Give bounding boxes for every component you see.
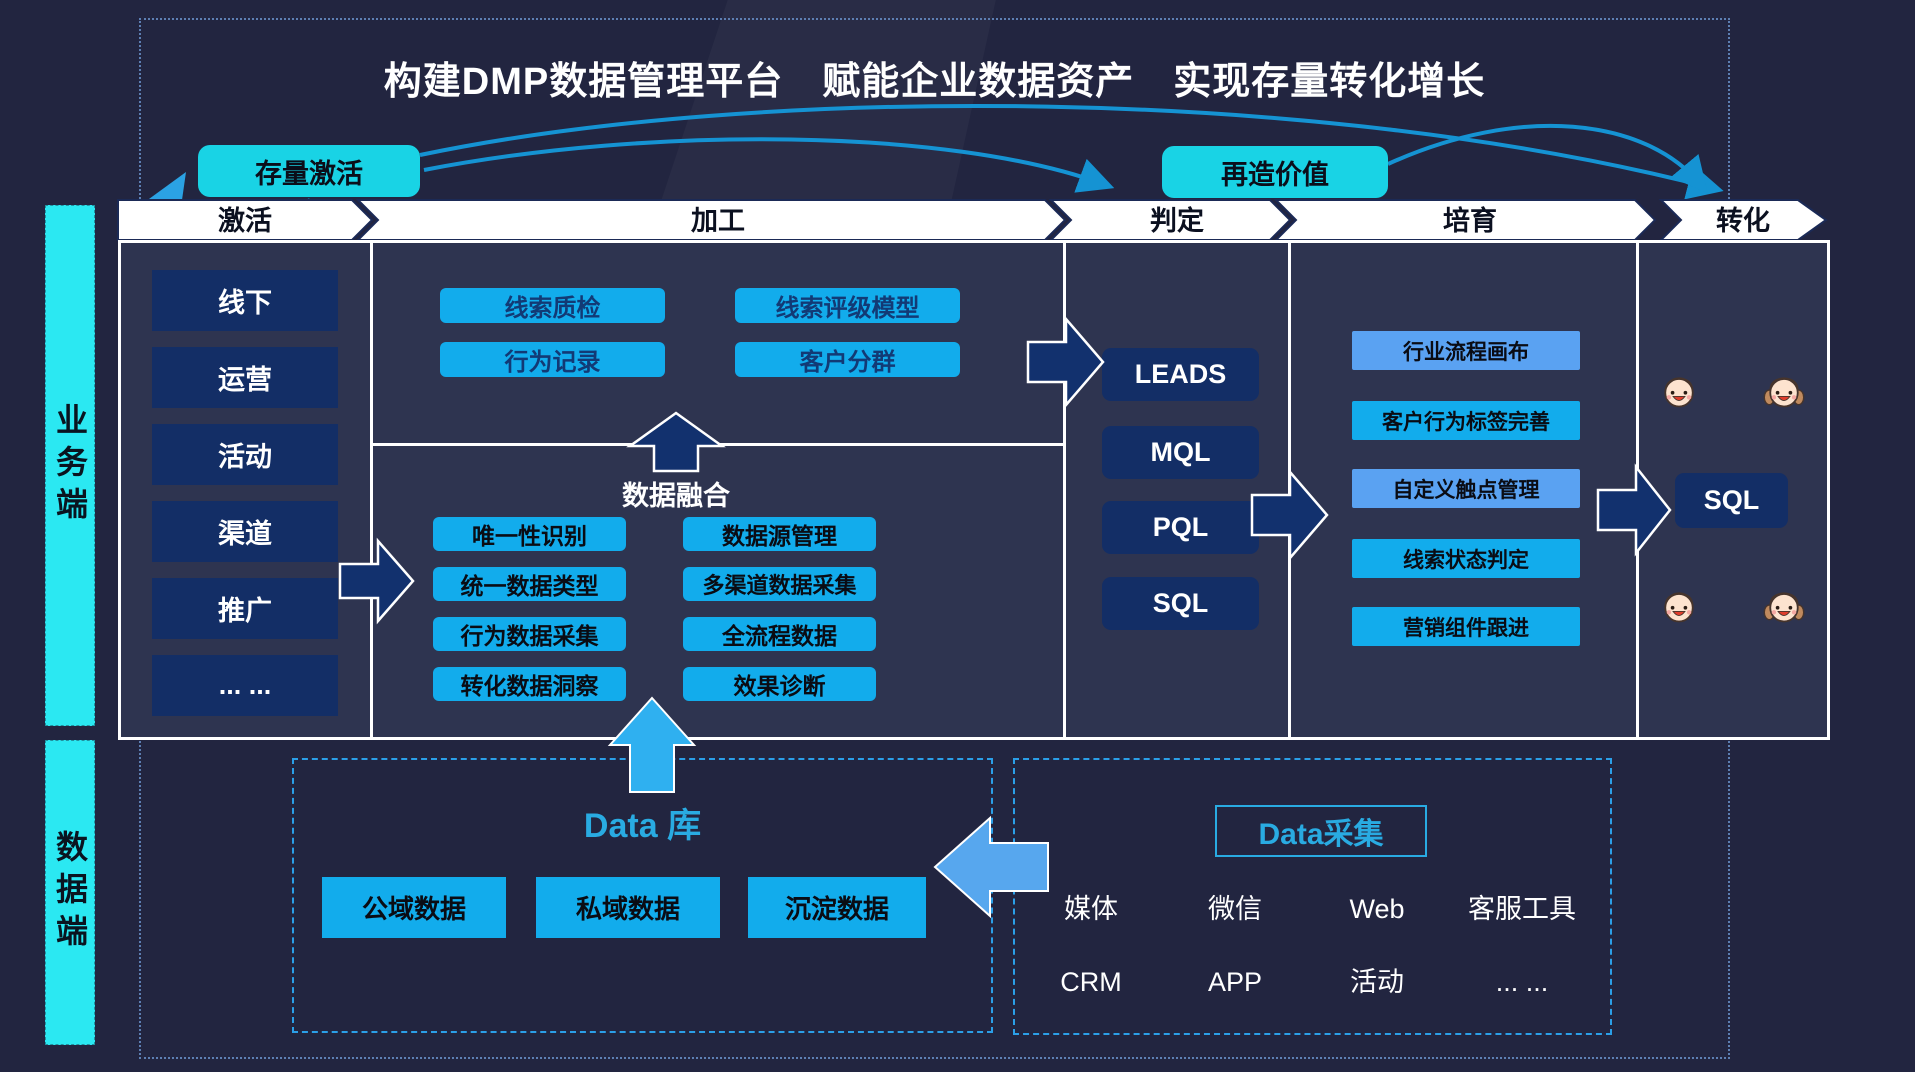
processing-item: 全流程数据 bbox=[683, 617, 876, 651]
data-collect-title: Data采集 bbox=[1215, 805, 1427, 857]
collect-source: 微信 bbox=[1208, 894, 1262, 924]
girl-face-icon bbox=[1763, 592, 1805, 623]
processing-item: 统一数据类型 bbox=[433, 567, 626, 601]
processing-item: 线索质检 bbox=[440, 288, 665, 323]
activation-item: 运营 bbox=[152, 347, 338, 408]
badge-stock-activation: 存量激活 bbox=[198, 145, 420, 197]
divider-processing-split bbox=[373, 443, 1063, 446]
conversion-sql-box: SQL bbox=[1675, 473, 1788, 528]
divider-processing-judgement bbox=[1063, 243, 1066, 737]
badge-value-recreation: 再造价值 bbox=[1162, 146, 1388, 198]
processing-item: 转化数据洞察 bbox=[433, 667, 626, 701]
data-store-item: 沉淀数据 bbox=[748, 877, 926, 938]
processing-item: 效果诊断 bbox=[683, 667, 876, 701]
activation-item: 活动 bbox=[152, 424, 338, 485]
sidebar-business-side: 业务端 bbox=[45, 205, 95, 726]
judgement-item: PQL bbox=[1102, 501, 1259, 554]
page-title: 构建DMP数据管理平台 赋能企业数据资产 实现存量转化增长 bbox=[383, 61, 1486, 103]
collect-source: 客服工具 bbox=[1468, 894, 1576, 924]
processing-item: 客户分群 bbox=[735, 342, 960, 377]
collect-source: 活动 bbox=[1350, 967, 1404, 997]
nurture-item: 行业流程画布 bbox=[1352, 331, 1580, 370]
boy-face-icon bbox=[1664, 377, 1694, 408]
stage-label-judgement: 判定 bbox=[1150, 206, 1204, 236]
judgement-item: LEADS bbox=[1102, 348, 1259, 401]
girl-face-icon bbox=[1763, 377, 1805, 408]
stage-label-processing: 加工 bbox=[691, 206, 745, 236]
nurture-item: 线索状态判定 bbox=[1352, 539, 1580, 578]
data-fusion-label: 数据融合 bbox=[622, 481, 730, 511]
data-store-item: 私域数据 bbox=[536, 877, 720, 938]
activation-item: 推广 bbox=[152, 578, 338, 639]
judgement-item: MQL bbox=[1102, 426, 1259, 479]
activation-item-more: ... ... bbox=[152, 655, 338, 716]
data-store-item: 公域数据 bbox=[322, 877, 506, 938]
processing-item: 行为记录 bbox=[440, 342, 665, 377]
stage-label-conversion: 转化 bbox=[1716, 206, 1770, 236]
processing-item: 唯一性识别 bbox=[433, 517, 626, 551]
stage-label-activation: 激活 bbox=[218, 206, 272, 236]
divider-judgement-nurture bbox=[1288, 243, 1291, 737]
nurture-item: 客户行为标签完善 bbox=[1352, 401, 1580, 440]
activation-item: 线下 bbox=[152, 270, 338, 331]
nurture-item: 自定义触点管理 bbox=[1352, 469, 1580, 508]
sidebar-data-side: 数据端 bbox=[45, 740, 95, 1045]
boy-face-icon bbox=[1664, 592, 1694, 623]
collect-source: APP bbox=[1207, 967, 1263, 997]
divider-activation-processing bbox=[370, 243, 373, 737]
processing-item: 线索评级模型 bbox=[735, 288, 960, 323]
nurture-item: 营销组件跟进 bbox=[1352, 607, 1580, 646]
collect-source: Web bbox=[1349, 894, 1405, 924]
stage-label-nurture: 培育 bbox=[1443, 206, 1497, 236]
processing-item: 数据源管理 bbox=[683, 517, 876, 551]
divider-nurture-conversion bbox=[1636, 243, 1639, 737]
collect-source: 媒体 bbox=[1064, 894, 1118, 924]
processing-item: 多渠道数据采集 bbox=[683, 567, 876, 601]
data-store-title: Data 库 bbox=[583, 807, 702, 845]
processing-item: 行为数据采集 bbox=[433, 617, 626, 651]
collect-source: ... ... bbox=[1495, 967, 1549, 997]
judgement-item: SQL bbox=[1102, 577, 1259, 630]
collect-source: CRM bbox=[1060, 967, 1122, 997]
activation-item: 渠道 bbox=[152, 501, 338, 562]
